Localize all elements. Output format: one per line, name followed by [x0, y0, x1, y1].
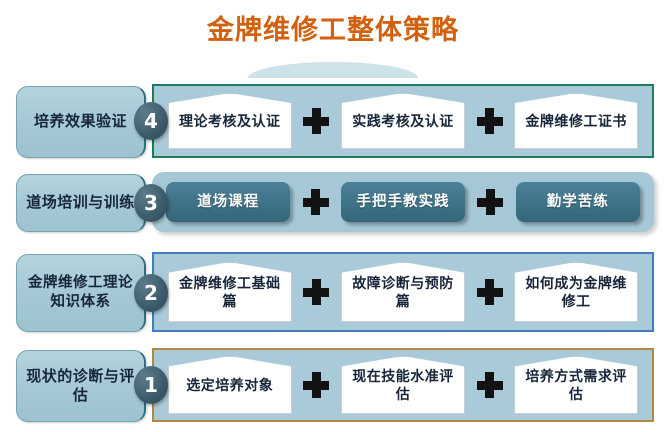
step-box[interactable]: 勤学苦练	[515, 182, 640, 222]
step-box[interactable]: 实践考核及认证	[340, 93, 465, 149]
page-title: 金牌维修工整体策略	[207, 15, 459, 46]
strategy-row-3: 道场培训与训练 3 道场课程 手把手教实践 勤学苦练	[0, 172, 666, 236]
plus-icon	[303, 372, 330, 398]
strategy-row-4: 培养效果验证 4 理论考核及认证 实践考核及认证 金牌维修工证书	[0, 84, 666, 162]
step-box[interactable]: 现在技能水准评估	[340, 356, 465, 414]
step-box[interactable]: 故障诊断与预防篇	[340, 262, 465, 322]
plus-icon	[476, 108, 503, 134]
row-label-1[interactable]: 现状的诊断与评估	[16, 350, 146, 422]
step-box[interactable]: 道场课程	[166, 182, 291, 222]
step-box[interactable]: 金牌维修工基础篇	[167, 262, 292, 322]
row-panel-4: 理论考核及认证 实践考核及认证 金牌维修工证书	[152, 84, 654, 158]
row-panel-2: 金牌维修工基础篇 故障诊断与预防篇 如何成为金牌维修工	[152, 252, 654, 332]
plus-icon	[303, 279, 330, 305]
row-number-badge-1: 1	[134, 366, 168, 404]
plus-icon	[476, 279, 503, 305]
plus-icon	[303, 108, 330, 134]
row-number-badge-4: 4	[134, 102, 168, 140]
plus-icon	[477, 189, 504, 215]
row-number-badge-3: 3	[134, 184, 168, 222]
plus-icon	[302, 189, 329, 215]
step-box[interactable]: 如何成为金牌维修工	[514, 262, 639, 322]
row-label-4[interactable]: 培养效果验证	[16, 86, 146, 158]
row-panel-1: 选定培养对象 现在技能水准评估 培养方式需求评估	[152, 348, 654, 422]
strategy-row-2: 金牌维修工理论知识体系 2 金牌维修工基础篇 故障诊断与预防篇 如何成为金牌维修…	[0, 252, 666, 336]
row-label-2[interactable]: 金牌维修工理论知识体系	[16, 254, 146, 332]
row-number-badge-2: 2	[134, 274, 168, 312]
step-box[interactable]: 手把手教实践	[340, 182, 465, 222]
row-panel-3: 道场课程 手把手教实践 勤学苦练	[152, 172, 654, 232]
step-box[interactable]: 金牌维修工证书	[514, 93, 639, 149]
step-box[interactable]: 培养方式需求评估	[514, 356, 639, 414]
strategy-row-1: 现状的诊断与评估 1 选定培养对象 现在技能水准评估 培养方式需求评估	[0, 348, 666, 426]
decorative-swoosh	[248, 62, 418, 78]
step-box[interactable]: 选定培养对象	[167, 356, 292, 414]
row-label-3[interactable]: 道场培训与训练	[16, 174, 146, 232]
plus-icon	[476, 372, 503, 398]
step-box[interactable]: 理论考核及认证	[167, 93, 292, 149]
